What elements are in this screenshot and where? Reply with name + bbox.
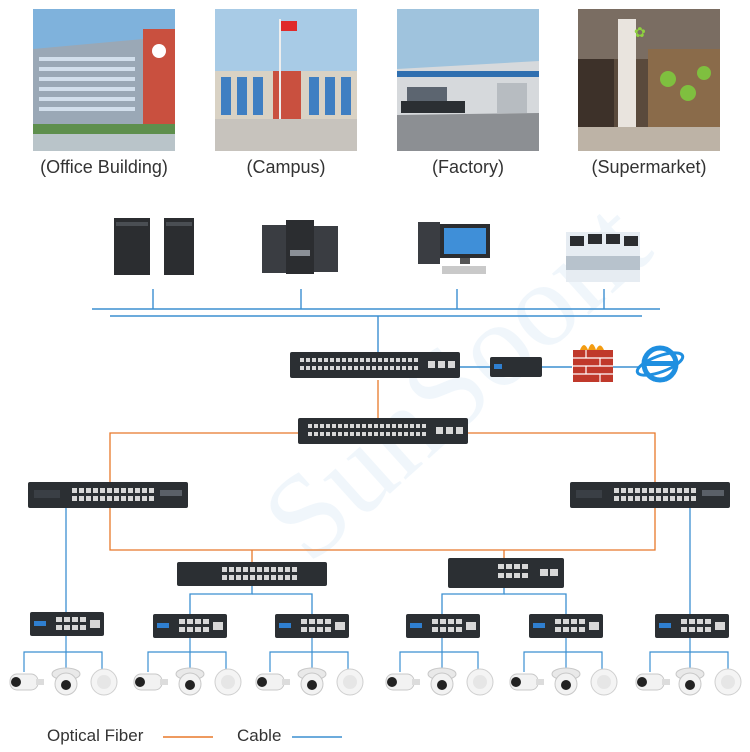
camera-group-2 <box>133 667 242 696</box>
site-caption-factory: (Factory) <box>432 157 504 177</box>
poe-switch-5 <box>529 614 603 638</box>
internet-icon <box>635 345 685 383</box>
camera-group-5 <box>509 667 618 696</box>
top-bus-cable <box>92 289 660 352</box>
optical-fiber-links <box>109 380 656 562</box>
site-caption-campus: (Campus) <box>246 157 326 177</box>
camera-group-3 <box>255 667 364 696</box>
poe-switch-3 <box>275 614 349 638</box>
legend-fiber-label: Optical Fiber <box>47 726 144 745</box>
camera-group-1 <box>9 667 118 696</box>
poe-switch-6 <box>655 614 729 638</box>
site-caption-supermarket: (Supermarket) <box>591 157 707 177</box>
monitoring-center-icon <box>566 232 640 282</box>
camera-cables <box>23 636 729 672</box>
workstation-computer-icon <box>418 222 490 274</box>
supermarket-photo: ✿ <box>578 9 720 151</box>
distribution-switch-left <box>28 482 188 508</box>
poe-switch-2 <box>153 614 227 638</box>
router-icon <box>490 357 542 377</box>
core-switch <box>290 352 460 378</box>
camera-group-6 <box>635 667 742 696</box>
factory-photo <box>397 9 539 151</box>
legend-cable-label: Cable <box>237 726 282 745</box>
aggregation-switch <box>298 418 468 444</box>
site-caption-office: (Office Building) <box>40 157 168 177</box>
poe-switch-1 <box>30 612 104 636</box>
access-switch-24-port <box>177 562 327 586</box>
tower-server-icon <box>114 218 194 275</box>
svg-text:✿: ✿ <box>634 24 646 40</box>
access-switch-8-port <box>448 558 564 588</box>
poe-switch-4 <box>406 614 480 638</box>
office-building-photo <box>33 9 175 151</box>
storage-server-icon <box>262 220 338 274</box>
camera-group-4 <box>385 667 494 696</box>
distribution-switch-right <box>570 482 730 508</box>
campus-photo <box>215 9 357 151</box>
firewall-icon <box>573 344 613 382</box>
cable-links <box>65 508 691 614</box>
